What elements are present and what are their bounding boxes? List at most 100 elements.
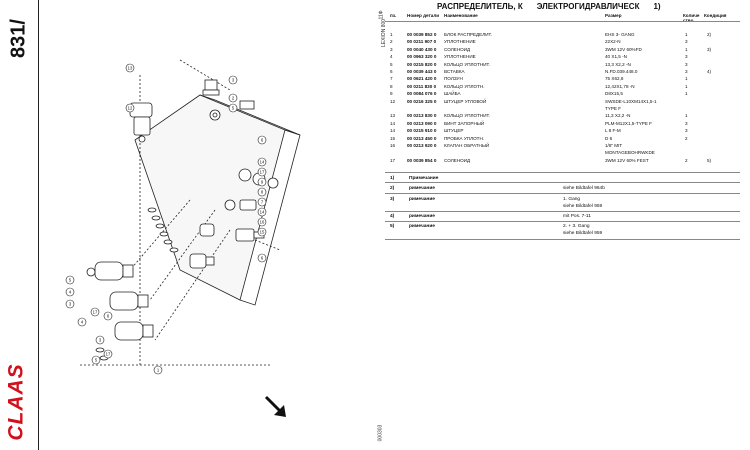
cell-size: 11,3 X2,2 -N <box>605 113 631 119</box>
col-header-name: Наименование <box>444 13 478 18</box>
callout-bubble: 8 <box>257 187 267 197</box>
cell-name: КЛАПАН ОБРАТНЫЙ <box>444 143 490 148</box>
cell-name: ШТУЦЕР УГЛОВОЙ <box>444 98 487 104</box>
cell-size: D 6 <box>605 135 613 141</box>
callout-number: 3 <box>99 338 102 343</box>
cell-pos: 16 <box>390 143 396 148</box>
callout-bubble: 5 <box>228 103 238 113</box>
cell-name: КОЛЬЦО УПЛОТНИТ. <box>444 61 491 67</box>
callout-number: 17 <box>93 310 98 315</box>
callout-number: 5 <box>69 278 72 283</box>
cell-qty: 3 <box>685 120 688 126</box>
cell-pos: 1 <box>390 32 393 37</box>
callout-number: 14 <box>260 160 265 165</box>
callout-number: 3 <box>232 78 235 83</box>
cell-no: 00 0211 830 0 <box>407 83 437 89</box>
callout-number: 15 <box>260 230 265 235</box>
cell-qty: 1 <box>685 113 688 119</box>
cell-name: ВСТАВКА <box>444 69 465 74</box>
callout-number: 4 <box>69 290 72 295</box>
cell-pos: 9 <box>390 91 393 97</box>
note-id: 2) <box>390 186 395 191</box>
callout-number: 7 <box>261 200 264 205</box>
note-id: 3) <box>390 197 395 202</box>
cell-pos: 15 <box>390 135 396 141</box>
callout-bubble: 4 <box>65 287 75 297</box>
cell-qty: 1 <box>685 76 688 82</box>
cell-no: 00 0039 854 0 <box>407 157 437 163</box>
col-header-qty-2: ство <box>683 18 694 23</box>
callout-bubble: 6 <box>103 311 113 321</box>
callout-bubble: 7 <box>257 197 267 207</box>
note-text: mit Pos. 7-11 <box>563 214 591 219</box>
callout-number: 5 <box>232 106 235 111</box>
cell-size: N.FD.039.448.0 <box>605 69 638 74</box>
col-header-qty: Количе <box>683 13 700 18</box>
cell-name: СОЛЕНОИД <box>444 46 471 52</box>
callout-bubble: 1 <box>153 365 163 375</box>
cell-cond: 3) <box>707 46 712 52</box>
exploded-view-drawing: 13 12 3 2 5 6 14 17 9 8 7 14 16 15 6 5 4… <box>65 59 301 375</box>
col-header-pos: пз. <box>390 13 397 18</box>
note-label: римечание <box>409 197 435 202</box>
cell-size: 3WM 12V 60%FD <box>605 46 642 52</box>
cell-size: EHS 3- GANG <box>605 32 635 37</box>
cell-size: TYPE F <box>605 106 622 111</box>
callout-bubble: 17 <box>103 349 113 359</box>
cell-name: ШАЙБА <box>444 91 461 97</box>
cell-pos: 7 <box>390 76 393 82</box>
note-label: римечание <box>409 214 435 219</box>
callout-number: 6 <box>261 138 264 143</box>
cell-name: УПЛОТНЕНИЕ <box>444 54 476 60</box>
callout-bubble: 12 <box>125 103 135 113</box>
callout-number: 4 <box>81 320 84 325</box>
cell-pos: 6 <box>390 69 393 74</box>
cell-name: КОЛЬЦО УПЛОТН. <box>444 83 485 89</box>
callout-bubble: 4 <box>77 317 87 327</box>
callout-bubble: 16 <box>257 217 267 227</box>
note-text: 1. Gang <box>563 197 581 202</box>
callout-bubble: 5 <box>65 275 75 285</box>
cell-qty: 3 <box>685 54 688 60</box>
callout-number: 1 <box>157 368 160 373</box>
callout-number: 5 <box>95 358 98 363</box>
cell-qty: 2 <box>685 157 688 163</box>
callout-number: 9 <box>261 180 264 185</box>
callout-number: 13 <box>128 66 133 71</box>
cell-size: 12,42X1,78 -N <box>605 83 635 89</box>
note-label: римечание <box>409 224 435 229</box>
callout-bubble: 14 <box>257 207 267 217</box>
callout-number: 17 <box>106 352 111 357</box>
model-number: 831/ <box>7 19 30 58</box>
table-row: TYPE F <box>385 106 745 114</box>
cell-no: 00 0039 443 0 <box>407 69 437 74</box>
note-text: siehe Bildtafel 959 <box>563 231 603 236</box>
cell-pos: 4 <box>390 54 393 60</box>
cell-name: ВИНТ ЗАПОРНЫЙ <box>444 120 485 126</box>
cell-size: D8X15,5 <box>605 91 623 97</box>
note-id: 1) <box>390 176 395 181</box>
callout-number: 6 <box>107 314 110 319</box>
cell-qty: 1 <box>685 46 688 52</box>
callout-bubble: 6 <box>257 253 267 263</box>
cell-no: 00 0211 907 0 <box>407 39 437 45</box>
note-text: 2. + 3. Gang <box>563 224 590 229</box>
note-divider <box>385 193 740 194</box>
cell-no: 00 0213 830 0 <box>407 113 437 119</box>
cell-cond: 5) <box>707 157 712 163</box>
direction-arrow-icon <box>264 395 286 417</box>
cell-name: СОЛЕНОИД <box>444 157 471 163</box>
cell-qty: 1 <box>685 83 688 89</box>
cell-name: КОЛЬЦО УПЛОТНИТ. <box>444 113 491 119</box>
note-divider <box>385 182 740 183</box>
col-header-cond: Кондиция <box>704 13 727 18</box>
cell-no: 00 0084 076 0 <box>407 91 437 97</box>
callout-number: 16 <box>260 220 265 225</box>
